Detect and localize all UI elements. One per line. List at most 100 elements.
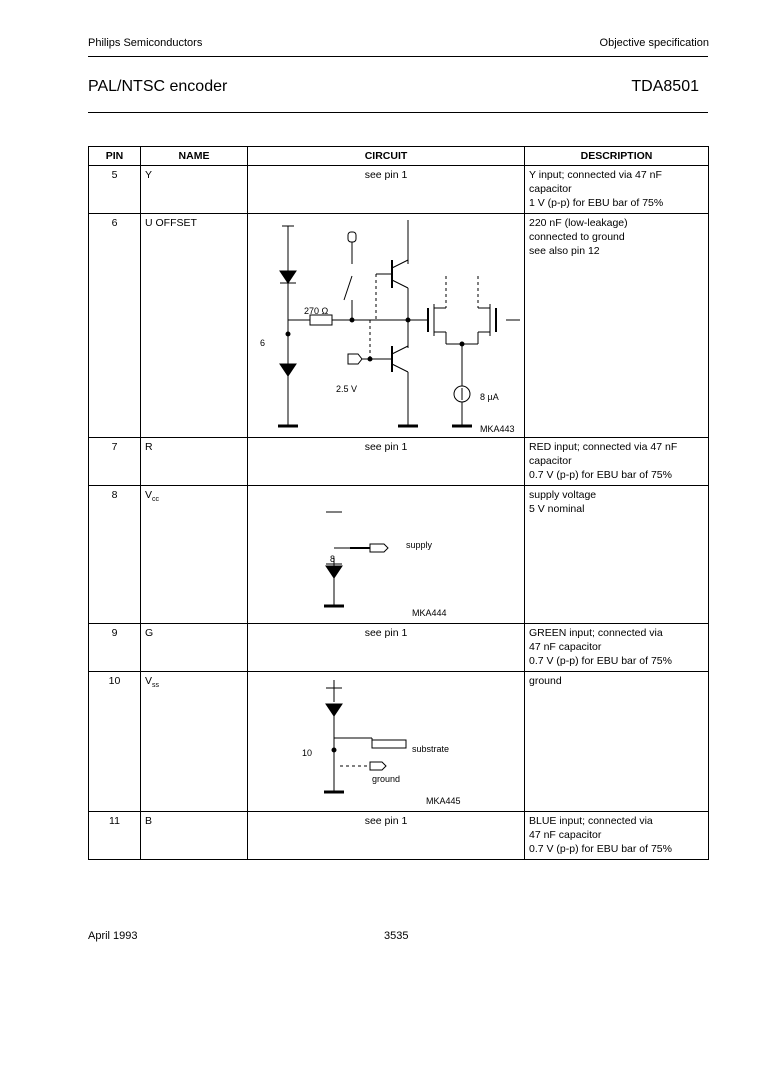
switch-terminal bbox=[347, 231, 357, 243]
desc-line: 47 nF capacitor bbox=[529, 641, 602, 653]
desc-line: capacitor bbox=[529, 455, 572, 467]
desc-line: supply voltage bbox=[529, 489, 597, 501]
pin-name: R bbox=[140, 437, 248, 486]
desc-line: 220 nF (low-leakage) bbox=[529, 217, 628, 229]
desc-line: 0.7 V (p-p) for EBU bar of 75% bbox=[529, 655, 672, 667]
circuit-diagram-pin8 bbox=[324, 511, 389, 608]
pin-name-main: V bbox=[145, 675, 153, 687]
col-header-circuit: CIRCUIT bbox=[247, 146, 525, 166]
pin-name-main: V bbox=[145, 489, 153, 501]
circuit-ref: see pin 1 bbox=[247, 437, 525, 486]
transistor-collector bbox=[391, 345, 409, 355]
circuit-cell: 8 supply MKA444 bbox=[247, 485, 525, 624]
table-row: 5 Y see pin 1 Y input; connected via 47 … bbox=[88, 165, 709, 214]
switch-arm bbox=[343, 275, 353, 301]
table-row: 9 G see pin 1 GREEN input; connected via… bbox=[88, 623, 709, 672]
table-row: 10 Vss 10 substrate ground MKA445 bbox=[88, 671, 709, 812]
col-header-pin: PIN bbox=[88, 146, 141, 166]
pin-table: PIN NAME CIRCUIT DESCRIPTION 5 Y see pin… bbox=[88, 146, 709, 860]
supply-label: supply bbox=[406, 540, 433, 550]
col-header-description: DESCRIPTION bbox=[524, 146, 709, 166]
circuit-ref: see pin 1 bbox=[247, 811, 525, 860]
pin-number: 5 bbox=[88, 165, 141, 214]
pin-number: 6 bbox=[88, 213, 141, 438]
footer-page: 3535 bbox=[384, 930, 409, 942]
pin-description: GREEN input; connected via 47 nF capacit… bbox=[524, 623, 709, 672]
pin-number: 8 bbox=[88, 485, 141, 624]
pin-description: Y input; connected via 47 nF capacitor 1… bbox=[524, 165, 709, 214]
part-number: TDA8501 bbox=[631, 78, 699, 95]
pin-name-sub: cc bbox=[152, 496, 160, 504]
pin-number: 10 bbox=[88, 671, 141, 812]
vref-terminal bbox=[347, 353, 363, 365]
transistor-collector bbox=[391, 259, 409, 269]
desc-line: Y input; connected via 47 nF bbox=[529, 169, 662, 181]
desc-line: 0.7 V (p-p) for EBU bar of 75% bbox=[529, 469, 672, 481]
desc-line: 1 V (p-p) for EBU bar of 75% bbox=[529, 197, 664, 209]
product-title: PAL/NTSC encoder bbox=[88, 78, 228, 95]
desc-line: 0.7 V (p-p) for EBU bar of 75% bbox=[529, 843, 672, 855]
table-row: 6 U OFFSET bbox=[88, 213, 709, 438]
pin-description: RED input; connected via 47 nF capacitor… bbox=[524, 437, 709, 486]
substrate-terminal bbox=[371, 739, 407, 749]
company-name: Philips Semiconductors bbox=[88, 37, 203, 49]
table-row: 7 R see pin 1 RED input; connected via 4… bbox=[88, 437, 709, 486]
figure-code: MKA444 bbox=[412, 608, 447, 618]
transistor-emitter bbox=[391, 279, 409, 289]
supply-terminal bbox=[369, 543, 389, 553]
transistor-emitter bbox=[391, 363, 409, 373]
col-header-name: NAME bbox=[140, 146, 248, 166]
circuit-diagram-pin10 bbox=[324, 680, 407, 794]
resistor-value: 270 Ω bbox=[304, 306, 329, 316]
pin-name-sub: ss bbox=[152, 682, 160, 690]
footer-date: April 1993 bbox=[88, 930, 138, 942]
desc-line: BLUE input; connected via bbox=[529, 815, 653, 827]
desc-line: connected to ground bbox=[529, 231, 625, 243]
ground-terminal bbox=[369, 761, 387, 771]
pin-description: supply voltage 5 V nominal bbox=[524, 485, 709, 624]
pin-name: G bbox=[140, 623, 248, 672]
circuit-pin-label: 10 bbox=[302, 748, 313, 758]
vref-label: 2.5 V bbox=[336, 384, 358, 394]
desc-line: 5 V nominal bbox=[529, 503, 585, 515]
table-row: 11 B see pin 1 BLUE input; connected via… bbox=[88, 811, 709, 860]
table-header-row: PIN NAME CIRCUIT DESCRIPTION bbox=[88, 146, 709, 166]
circuit-cell: 6 270 Ω 2.5 V 8 µA MKA443 bbox=[247, 213, 525, 438]
diode-symbol bbox=[279, 270, 297, 284]
desc-line: GREEN input; connected via bbox=[529, 627, 663, 639]
pin-description: ground bbox=[524, 671, 709, 812]
pin-number: 7 bbox=[88, 437, 141, 486]
diode-symbol bbox=[279, 363, 297, 377]
diode-symbol bbox=[325, 703, 343, 717]
title-rule bbox=[88, 112, 708, 113]
desc-line: 47 nF capacitor bbox=[529, 829, 602, 841]
spec-type: Objective specification bbox=[599, 37, 709, 49]
pin-description: BLUE input; connected via 47 nF capacito… bbox=[524, 811, 709, 860]
pin-name: Y bbox=[140, 165, 248, 214]
table-row: 8 Vcc 8 supply MKA444 supply voltage 5 V… bbox=[88, 485, 709, 624]
desc-line: ground bbox=[529, 675, 562, 687]
circuit-pin-label: 6 bbox=[260, 338, 266, 348]
current-label: 8 µA bbox=[480, 392, 499, 402]
pin-description: 220 nF (low-leakage) connected to ground… bbox=[524, 213, 709, 438]
pin-name: B bbox=[140, 811, 248, 860]
header-rule bbox=[88, 56, 708, 57]
circuit-pin-label: 8 bbox=[330, 554, 336, 564]
figure-code: MKA443 bbox=[480, 424, 515, 434]
ground-label: ground bbox=[372, 774, 401, 784]
desc-line: capacitor bbox=[529, 183, 572, 195]
substrate-label: substrate bbox=[412, 744, 450, 754]
pin-name: Vss bbox=[140, 671, 248, 812]
circuit-ref: see pin 1 bbox=[247, 165, 525, 214]
circuit-cell: 10 substrate ground MKA445 bbox=[247, 671, 525, 812]
pin-name: Vcc bbox=[140, 485, 248, 624]
pin-number: 11 bbox=[88, 811, 141, 860]
desc-line: RED input; connected via 47 nF bbox=[529, 441, 678, 453]
circuit-ref: see pin 1 bbox=[247, 623, 525, 672]
pin-number: 9 bbox=[88, 623, 141, 672]
desc-line: see also pin 12 bbox=[529, 245, 600, 257]
node-dot bbox=[285, 331, 291, 337]
figure-code: MKA445 bbox=[426, 796, 461, 806]
circuit-diagram-pin6 bbox=[278, 220, 520, 428]
node-dot bbox=[331, 747, 337, 753]
